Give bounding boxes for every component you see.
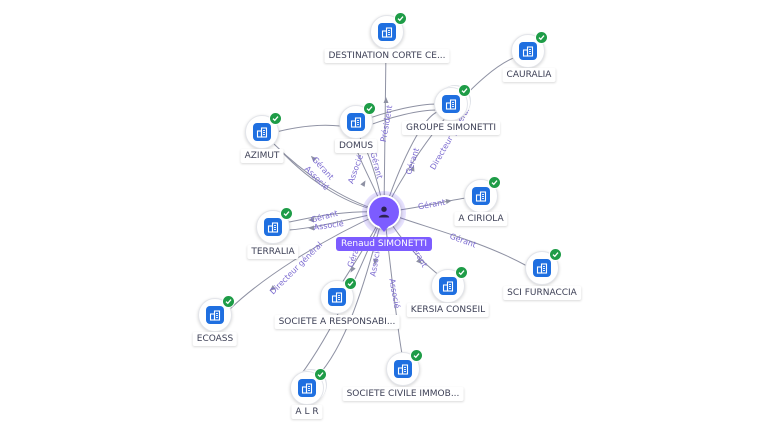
building-icon bbox=[350, 117, 362, 128]
company-label-alr[interactable]: A L R bbox=[291, 405, 323, 419]
company-node-aciriola[interactable] bbox=[464, 176, 501, 213]
verified-check-icon bbox=[455, 266, 468, 279]
company-node-scifurnaccia[interactable] bbox=[525, 248, 562, 285]
verified-check-icon bbox=[535, 31, 548, 44]
company-label-domus[interactable]: DOMUS bbox=[334, 139, 378, 153]
edge-line-ecoass bbox=[229, 211, 385, 310]
building-icon bbox=[445, 99, 457, 110]
company-label-scifurnaccia[interactable]: SCI FURNACCIA bbox=[503, 286, 581, 300]
building-icon bbox=[475, 191, 487, 202]
company-node-sarl[interactable] bbox=[320, 277, 357, 314]
edge-label-sci_immo: Associé bbox=[387, 278, 402, 310]
verified-check-icon bbox=[269, 112, 282, 125]
building-icon bbox=[397, 364, 409, 375]
company-label-aciriola[interactable]: A CIRIOLA bbox=[454, 212, 508, 226]
edge-line-alr bbox=[315, 211, 385, 379]
edge-arrow-ecoass bbox=[269, 285, 276, 291]
building-icon bbox=[331, 292, 343, 303]
company-node-destination[interactable] bbox=[370, 12, 407, 49]
building-icon bbox=[301, 383, 313, 394]
verified-check-icon bbox=[314, 368, 327, 381]
company-label-cauralia[interactable]: CAURALIA bbox=[502, 68, 556, 82]
company-label-azimut[interactable]: AZIMUT bbox=[240, 149, 284, 163]
building-icon bbox=[442, 281, 454, 292]
edge-line-destination bbox=[383, 47, 387, 213]
edge-arrow-kersia bbox=[416, 258, 423, 265]
company-tile bbox=[519, 42, 537, 60]
edge-line-azimut-domus bbox=[275, 124, 341, 133]
verified-check-icon bbox=[488, 176, 501, 189]
building-icon bbox=[381, 27, 393, 38]
company-tile bbox=[533, 259, 551, 277]
edge-arrow-terralia2 bbox=[308, 225, 314, 231]
building-icon bbox=[256, 127, 268, 138]
company-tile bbox=[253, 123, 271, 141]
company-tile bbox=[206, 306, 224, 324]
building-icon bbox=[209, 310, 221, 321]
company-tile bbox=[378, 23, 396, 41]
edge-arrow-destination bbox=[383, 97, 389, 103]
company-label-kersia[interactable]: KERSIA CONSEIL bbox=[406, 303, 490, 317]
company-tile bbox=[264, 218, 282, 236]
edge-label-domus2: Associé bbox=[345, 153, 365, 185]
edge-label-domus: Gérant bbox=[369, 151, 386, 180]
company-node-alr[interactable] bbox=[290, 368, 327, 405]
company-tile bbox=[442, 95, 460, 113]
building-icon bbox=[536, 263, 548, 274]
building-icon bbox=[267, 222, 279, 233]
verified-check-icon bbox=[363, 102, 376, 115]
edge-arrow-terralia bbox=[308, 217, 314, 223]
company-tile bbox=[472, 187, 490, 205]
edge-arrow-groupe bbox=[409, 165, 415, 172]
edge-label-terralia2: Associé bbox=[313, 218, 344, 232]
company-label-terralia[interactable]: TERRALIA bbox=[247, 245, 299, 259]
person-node[interactable] bbox=[367, 195, 401, 229]
verified-check-icon bbox=[344, 277, 357, 290]
company-node-kersia[interactable] bbox=[431, 266, 468, 303]
edge-arrow-alr bbox=[373, 258, 378, 265]
company-label-sci_immo[interactable]: SOCIETE CIVILE IMMOB... bbox=[342, 387, 464, 401]
verified-check-icon bbox=[549, 248, 562, 261]
edge-arrow-domus2 bbox=[360, 180, 366, 187]
company-node-sci_immo[interactable] bbox=[386, 349, 423, 386]
company-tile bbox=[394, 360, 412, 378]
company-node-azimut[interactable] bbox=[245, 112, 282, 149]
company-node-ecoass[interactable] bbox=[198, 295, 235, 332]
company-label-ecoass[interactable]: ECOASS bbox=[192, 332, 238, 346]
company-tile bbox=[328, 288, 346, 306]
verified-check-icon bbox=[280, 207, 293, 220]
edge-arrow-aciriola bbox=[445, 199, 452, 204]
building-icon bbox=[522, 46, 534, 57]
company-tile bbox=[298, 379, 316, 397]
edge-label-scifurnaccia: Gérant bbox=[448, 231, 477, 250]
edge-arrow-sarl bbox=[350, 266, 356, 273]
edge-arrow-azimut bbox=[310, 155, 317, 162]
edge-label-destination: Président bbox=[378, 104, 394, 142]
company-node-domus[interactable] bbox=[339, 102, 376, 139]
company-label-groupe[interactable]: GROUPE SIMONETTI bbox=[402, 121, 500, 135]
company-label-sarl[interactable]: SOCIETE A RESPONSABI... bbox=[274, 315, 400, 329]
verified-check-icon bbox=[458, 84, 471, 97]
company-label-destination[interactable]: DESTINATION CORTE CE... bbox=[324, 49, 450, 63]
edge-label-groupe: Gérant bbox=[403, 146, 421, 175]
verified-check-icon bbox=[394, 12, 407, 25]
company-tile bbox=[347, 113, 365, 131]
person-node-pointer bbox=[379, 226, 389, 232]
verified-check-icon bbox=[410, 349, 423, 362]
person-name-label[interactable]: Renaud SIMONETTI bbox=[335, 237, 433, 251]
user-icon bbox=[378, 206, 390, 218]
verified-check-icon bbox=[222, 295, 235, 308]
company-tile bbox=[439, 277, 457, 295]
edge-label-aciriola: Gérant bbox=[417, 197, 446, 212]
company-node-terralia[interactable] bbox=[256, 207, 293, 244]
company-node-cauralia[interactable] bbox=[511, 31, 548, 68]
company-node-groupe[interactable] bbox=[434, 84, 471, 121]
